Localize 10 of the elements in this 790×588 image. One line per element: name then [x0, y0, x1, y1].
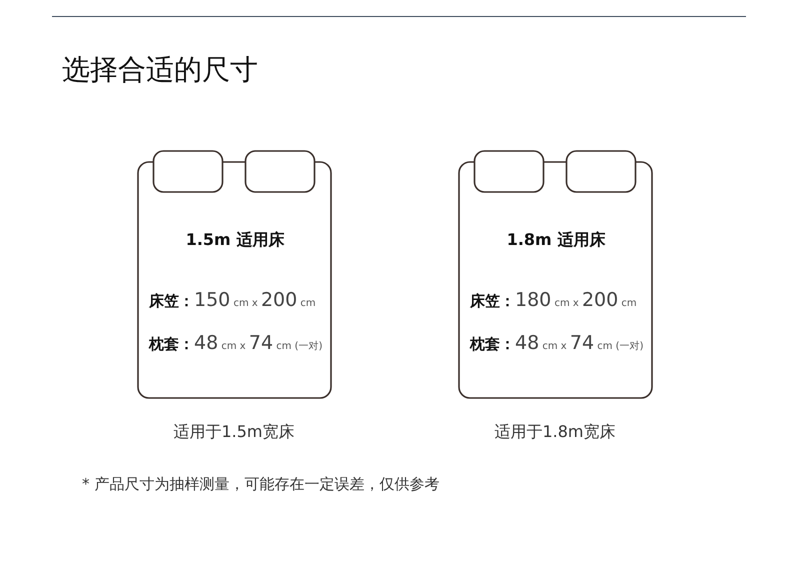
- bed-size-heading: 1.8m 适用床: [506, 230, 606, 250]
- bed-caption: 适用于1.5m宽床: [173, 421, 295, 443]
- page-title: 选择合适的尺寸: [62, 52, 258, 88]
- footnote-text: * 产品尺寸为抽样测量，可能存在一定误差，仅供参考: [82, 474, 440, 495]
- size-spec-text: 床笠：180 cm x 200 cm: [470, 288, 637, 313]
- size-spec-text: 枕套：48 cm x 74 cm (一对): [470, 331, 644, 356]
- bed-size-heading: 1.5m 适用床: [186, 230, 284, 250]
- bed-caption: 适用于1.8m宽床: [494, 421, 616, 443]
- size-spec-text: 床笠：150 cm x 200 cm: [149, 288, 316, 313]
- size-spec-text: 枕套：48 cm x 74 cm (一对): [149, 331, 322, 356]
